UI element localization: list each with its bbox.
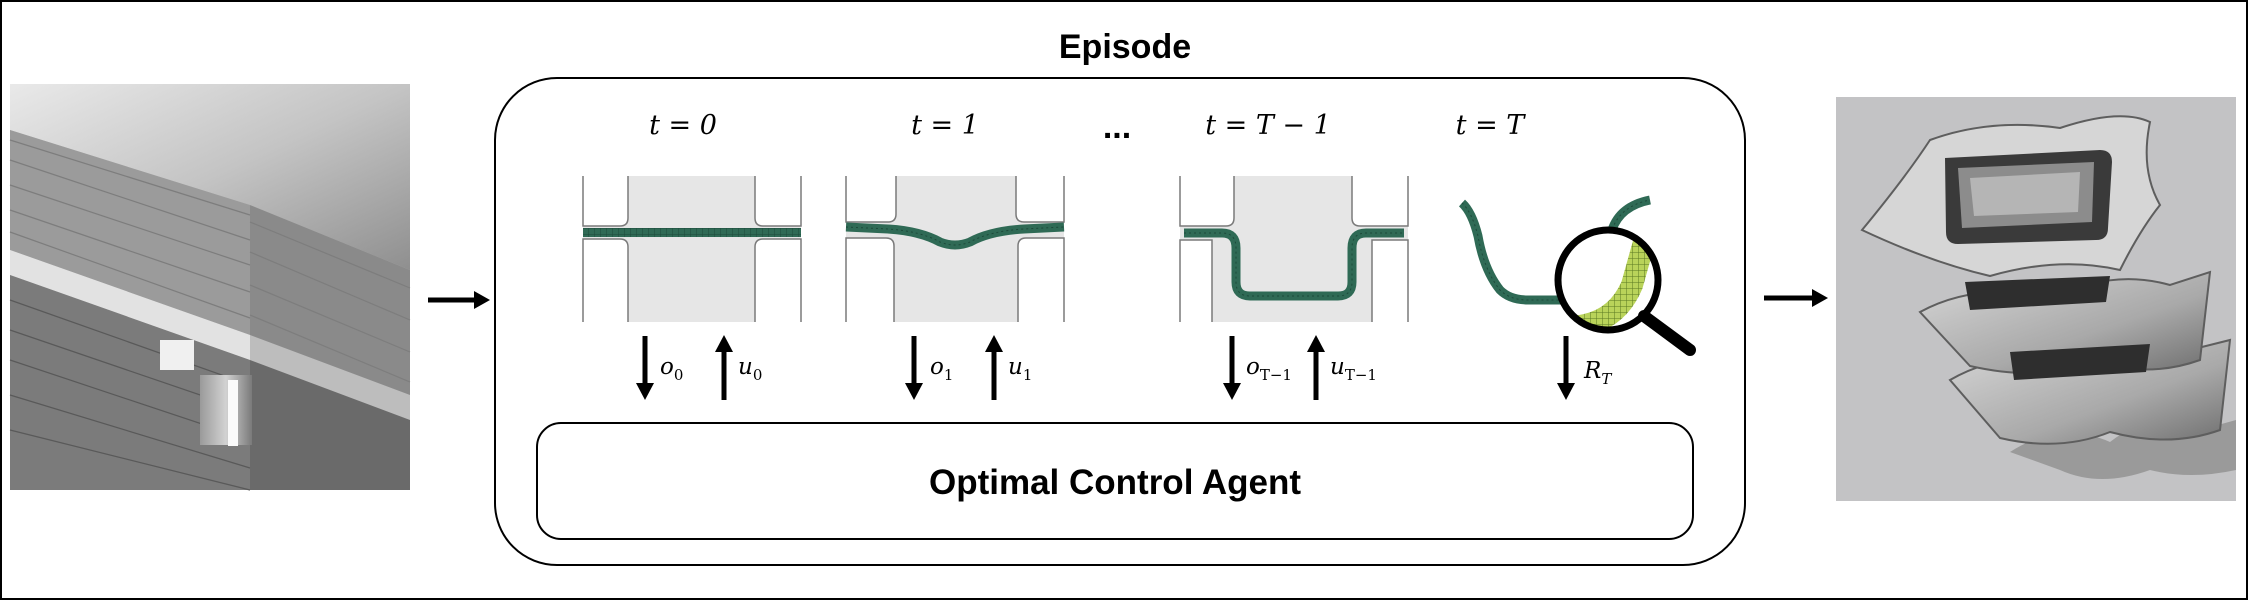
obs-arrow-step-1	[905, 336, 923, 400]
agent-box	[536, 422, 1694, 540]
obs-label-step-0: o0	[660, 354, 683, 384]
act-label-step-0: u0	[738, 354, 762, 384]
obs-label-step-1: o1	[930, 354, 953, 384]
agent-label: Optimal Control Agent	[929, 463, 1301, 502]
right-arrow-icon	[428, 291, 490, 309]
formed-parts-photo	[1836, 97, 2236, 501]
time-label-step-1: t = 1	[911, 110, 979, 141]
episode-title: Episode	[1059, 28, 1191, 66]
obs-arrow-step-t-minus-1	[1223, 336, 1241, 400]
forming-state-t-minus-1	[1179, 176, 1409, 322]
forming-state-t-final	[1458, 195, 1696, 356]
forming-state-t1	[845, 176, 1065, 322]
obs-arrow-step-0	[636, 336, 654, 400]
act-arrow-step-1	[985, 335, 1003, 400]
act-label-step-t-minus-1: uT−1	[1330, 354, 1377, 384]
ellipsis: ...	[1103, 108, 1131, 146]
obs-label-step-t-minus-1: oT−1	[1246, 354, 1292, 384]
forming-state-t0	[582, 176, 802, 322]
act-arrow-step-0	[715, 335, 733, 400]
magnifier-icon	[1554, 226, 1696, 356]
reward-label-step-t: RT	[1583, 358, 1612, 388]
right-arrow-icon	[1764, 289, 1828, 307]
act-label-step-1: u1	[1008, 354, 1032, 384]
time-label-step-0: t = 0	[649, 110, 717, 141]
reward-arrow-step-t	[1557, 336, 1575, 400]
episode-frame	[494, 77, 1746, 566]
act-arrow-step-t-minus-1	[1307, 335, 1325, 400]
raw-sheet-metal-photo	[9, 84, 411, 491]
time-label-step-t: t = T	[1456, 110, 1527, 141]
time-label-step-t-minus-1: t = T − 1	[1205, 110, 1331, 141]
